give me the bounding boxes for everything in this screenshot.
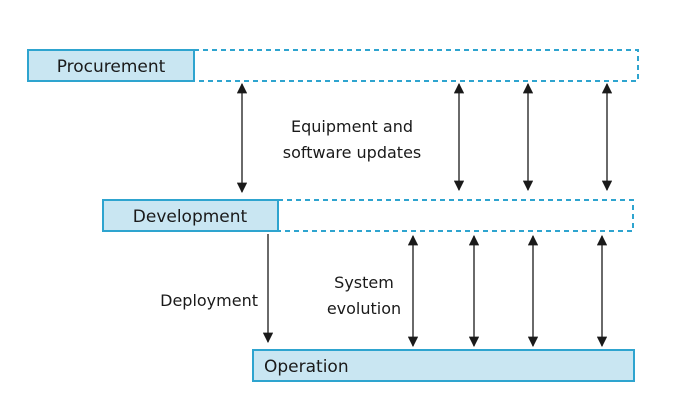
- development-continuation: [278, 199, 634, 232]
- development-box: [102, 199, 279, 232]
- procurement-box: [27, 49, 195, 82]
- deployment-label: Deployment: [160, 291, 258, 310]
- procurement-development-arrows: [236, 82, 613, 194]
- development-operation-arrows: [407, 234, 608, 348]
- updates-note-line2: software updates: [283, 143, 422, 162]
- procurement-continuation: [194, 49, 639, 82]
- evolution-note: System evolution: [327, 273, 401, 318]
- operation-box: [252, 349, 635, 382]
- development-phase: Development: [102, 199, 634, 232]
- operation-label: Operation: [264, 357, 349, 377]
- updates-note: Equipment and software updates: [283, 117, 422, 162]
- procurement-label: Procurement: [57, 57, 166, 77]
- updates-note-line1: Equipment and: [291, 117, 413, 136]
- operation-phase: Operation: [252, 349, 635, 382]
- evolution-note-line2: evolution: [327, 299, 401, 318]
- deployment-flow: Deployment: [160, 234, 274, 344]
- evolution-note-line1: System: [334, 273, 394, 292]
- development-label: Development: [133, 207, 248, 227]
- procurement-phase: Procurement: [27, 49, 639, 82]
